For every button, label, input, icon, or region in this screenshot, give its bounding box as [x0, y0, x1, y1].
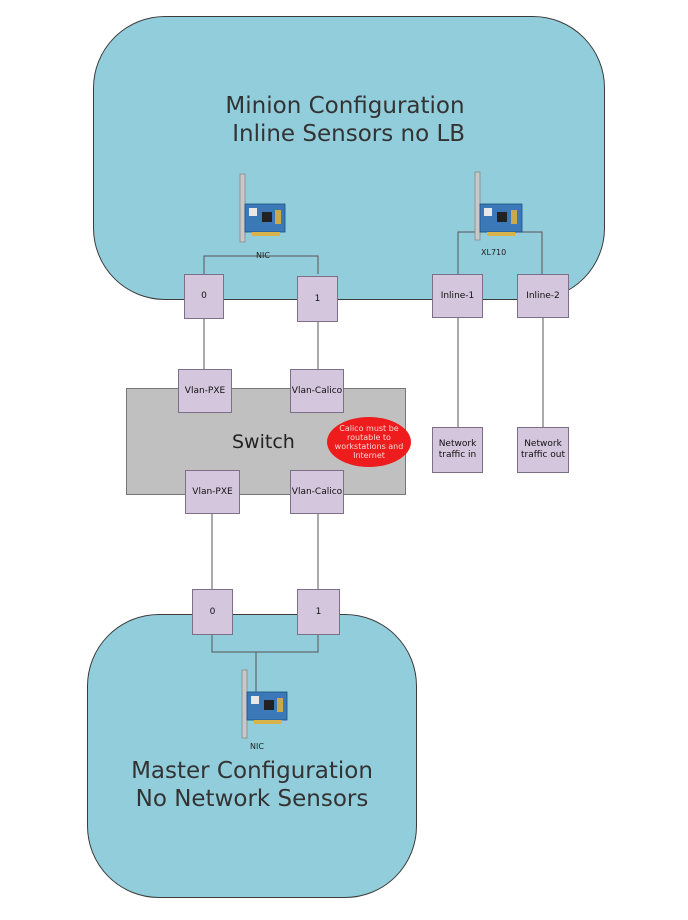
- master-port-1: 1: [297, 589, 340, 635]
- master-nic-label: NIC: [250, 742, 264, 751]
- network-traffic-out: Network traffic out: [517, 427, 569, 473]
- switch-top-vlan-calico: Vlan-Calico: [290, 369, 344, 413]
- network-traffic-in: Network traffic in: [432, 427, 483, 473]
- minion-port-1: 1: [297, 276, 338, 322]
- switch-label: Switch: [232, 431, 295, 453]
- xl710-label: XL710: [481, 248, 507, 257]
- minion-port-inline-2: Inline-2: [517, 274, 569, 318]
- minion-port-0: 0: [184, 274, 224, 319]
- xl710-card-icon: [474, 171, 523, 241]
- master-port-0: 0: [192, 589, 233, 635]
- switch-bottom-vlan-pxe: Vlan-PXE: [185, 470, 240, 514]
- master-nic-card-icon: [241, 669, 288, 739]
- calico-routable-note: Calico must be routable to workstations …: [327, 417, 411, 467]
- minion-nic-bracket: [203, 255, 319, 274]
- minion-port-inline-1: Inline-1: [432, 274, 483, 318]
- minion-configuration-zone: [93, 16, 605, 300]
- master-nic-bracket: [211, 635, 319, 653]
- switch-bottom-vlan-calico: Vlan-Calico: [290, 470, 344, 514]
- minion-title: Minion Configuration Inline Sensors no L…: [225, 93, 466, 147]
- master-title: Master Configuration No Network Sensors: [131, 758, 373, 812]
- switch-top-vlan-pxe: Vlan-PXE: [178, 369, 232, 413]
- master-configuration-zone: [87, 614, 417, 898]
- minion-nic-label: NIC: [256, 251, 270, 260]
- minion-nic-card-icon: [239, 173, 286, 243]
